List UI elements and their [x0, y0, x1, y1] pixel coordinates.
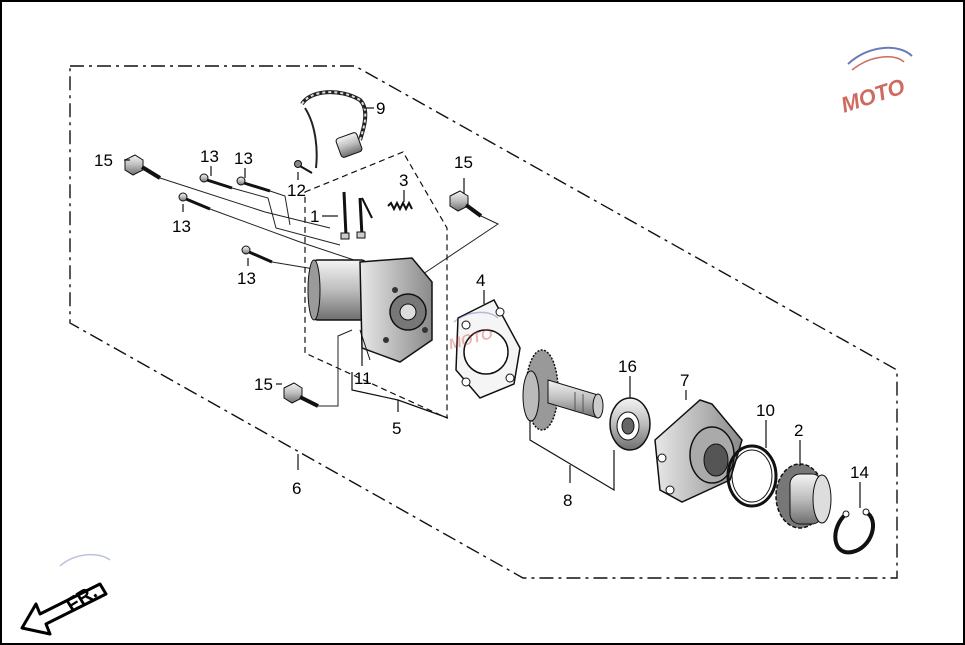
front-direction-arrow: FR. — [20, 581, 108, 636]
callout-15-right: 15 — [454, 153, 473, 172]
moto-watermark-logo: MOTO — [838, 46, 913, 118]
bolt-part-15-top-left — [124, 154, 162, 180]
callout-13-c: 13 — [172, 217, 191, 236]
callout-2: 2 — [794, 421, 803, 440]
callout-3: 3 — [399, 171, 408, 190]
bolt-part-13-a — [199, 173, 233, 190]
callout-9: 9 — [376, 99, 385, 118]
group-brackets — [351, 372, 615, 492]
sprocket-part-2 — [775, 463, 832, 529]
screw-part-12 — [294, 160, 313, 174]
callout-11: 11 — [354, 369, 372, 388]
bolt-part-13-c — [178, 192, 211, 211]
bearing-part-16 — [609, 397, 651, 451]
callout-labels: 9 1 3 4 11 5 15 6 15 13 13 13 13 15 12 1… — [94, 99, 869, 510]
callout-4: 4 — [476, 271, 485, 290]
o-ring-part-10 — [726, 444, 778, 508]
bolt-part-13-d — [241, 245, 273, 264]
moto-watermark-logo-bottom — [59, 553, 111, 567]
bolt-part-13-b — [236, 176, 271, 193]
wire-harness-part-9 — [300, 90, 368, 169]
starter-motor-part-11 — [307, 257, 433, 363]
bolt-part-15-top-right — [449, 190, 483, 218]
callout-16: 16 — [618, 357, 637, 376]
callout-14: 14 — [850, 463, 869, 482]
bolt-part-15-bottom — [283, 382, 319, 408]
callout-12: 12 — [287, 181, 306, 200]
gear-shaft-part-8 — [522, 349, 604, 431]
callout-13-a: 13 — [200, 147, 219, 166]
callout-7: 7 — [680, 371, 689, 390]
housing-part-7 — [654, 399, 743, 503]
callout-13-b: 13 — [234, 149, 253, 168]
circlip-part-14 — [833, 508, 876, 555]
callout-5: 5 — [392, 419, 401, 438]
callout-1: 1 — [310, 207, 319, 226]
bracket-part-1 — [340, 191, 373, 240]
svg-text:MOTO: MOTO — [838, 74, 908, 118]
callout-6: 6 — [292, 479, 301, 498]
callout-15-left: 15 — [94, 151, 113, 170]
callout-8: 8 — [563, 491, 572, 510]
gasket-part-4 — [455, 299, 521, 399]
spring-part-3 — [387, 200, 413, 212]
assembly-6-outline — [69, 65, 898, 579]
leader-lines — [124, 107, 861, 508]
callout-10: 10 — [756, 401, 775, 420]
callout-13-d: 13 — [237, 269, 256, 288]
bolt-guide-lines — [159, 177, 500, 407]
callout-15-bottom: 15 — [254, 375, 273, 394]
